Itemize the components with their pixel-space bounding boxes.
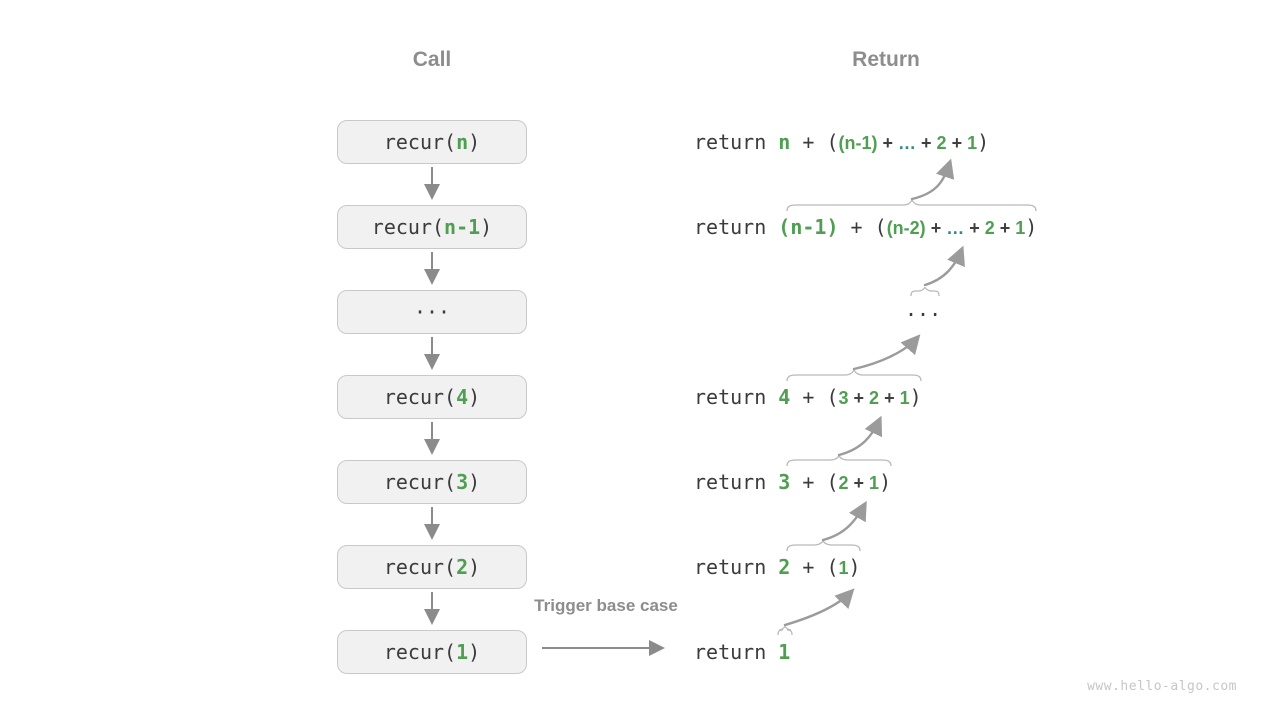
code-token: + — [848, 473, 870, 493]
overbrace-line-4 — [786, 368, 922, 382]
code-token: 2 — [778, 555, 791, 579]
return-line-4: return 4 + (3 + 2 + 1) — [694, 384, 922, 410]
call-column-header: Call — [412, 48, 452, 71]
code-token: 3 — [778, 470, 791, 494]
code-token: 1 — [899, 388, 910, 408]
code-token: return — [694, 470, 779, 494]
code-token: recur( — [383, 130, 457, 154]
code-token: return — [694, 555, 779, 579]
return-line-2: return 2 + (1) — [694, 554, 861, 580]
overbrace-line-n-1 — [786, 198, 1037, 212]
code-token: 2 — [936, 133, 947, 153]
code-token: ) — [909, 385, 922, 409]
code-token: + — [848, 388, 870, 408]
code-token: + — [925, 218, 947, 238]
code-token: ··· — [413, 300, 451, 324]
return-line-1: return 1 — [694, 639, 790, 665]
code-token: recur( — [383, 385, 457, 409]
code-token: 1 — [456, 640, 469, 664]
overbrace-ellipsis — [910, 286, 940, 297]
code-token: n — [456, 130, 469, 154]
code-token: 4 — [456, 385, 469, 409]
call-box-recur-n-1: recur(n-1) — [337, 205, 527, 249]
code-token: ) — [468, 385, 481, 409]
code-token: 2 — [838, 473, 849, 493]
code-token: recur( — [371, 215, 445, 239]
call-box-recur-3: recur(3) — [337, 460, 527, 504]
code-token: 2 — [869, 388, 880, 408]
return-column-header: Return — [852, 48, 920, 71]
code-token: ) — [848, 555, 861, 579]
code-token: (n-1) — [778, 215, 839, 239]
return-line-ellipsis: ... — [905, 296, 941, 322]
code-token: ) — [977, 130, 990, 154]
call-box-recur-1: recur(1) — [337, 630, 527, 674]
call-box-recur-4: recur(4) — [337, 375, 527, 419]
code-token: 3 — [456, 470, 469, 494]
return-arrow-to-2 — [783, 588, 855, 627]
code-token: (n-1) — [838, 133, 878, 153]
overbrace-line-3 — [786, 454, 892, 467]
code-token: recur( — [383, 470, 457, 494]
code-token: + ( — [790, 130, 839, 154]
overbrace-line-2 — [786, 539, 861, 552]
code-token: n — [778, 130, 791, 154]
code-token: + — [946, 133, 968, 153]
code-token: return — [694, 640, 779, 664]
return-arrow-to-ellipsis — [852, 334, 921, 371]
code-token: + ( — [790, 385, 839, 409]
code-token: recur( — [383, 640, 457, 664]
return-arrow-to-n-1 — [923, 245, 965, 287]
code-token: (n-2) — [886, 218, 926, 238]
code-token: ) — [480, 215, 493, 239]
code-token: 3 — [838, 388, 849, 408]
return-line-3: return 3 + (2 + 1) — [694, 469, 891, 495]
code-token: 2 — [456, 555, 469, 579]
code-token: return — [694, 215, 779, 239]
code-token: … — [898, 133, 917, 153]
overbrace-line-1 — [777, 625, 793, 636]
code-token: ) — [468, 555, 481, 579]
code-token: return — [694, 385, 779, 409]
code-token: … — [946, 218, 965, 238]
code-token: 4 — [778, 385, 791, 409]
return-arrow-to-3 — [821, 500, 867, 542]
code-token: + — [877, 133, 899, 153]
return-arrow-to-4 — [837, 415, 883, 457]
code-token: + — [994, 218, 1016, 238]
code-token: 1 — [1015, 218, 1026, 238]
code-token: recur( — [383, 555, 457, 579]
code-token: ... — [905, 297, 942, 321]
code-token: 1 — [778, 640, 791, 664]
code-token: ) — [1025, 215, 1038, 239]
code-token: + ( — [790, 555, 839, 579]
code-token: 2 — [984, 218, 995, 238]
code-token: ) — [879, 470, 892, 494]
code-token: + ( — [790, 470, 839, 494]
code-token: 1 — [838, 558, 849, 578]
code-token: + ( — [838, 215, 887, 239]
code-token: 1 — [967, 133, 978, 153]
return-line-n-1: return (n-1) + ((n-2) + … + 2 + 1) — [694, 214, 1037, 240]
return-arrow-to-n — [910, 158, 955, 201]
code-token: n-1 — [444, 215, 481, 239]
code-token: ) — [468, 130, 481, 154]
call-box-ellipsis: ··· — [337, 290, 527, 334]
code-token: ) — [468, 640, 481, 664]
code-token: return — [694, 130, 779, 154]
code-token: + — [964, 218, 985, 238]
call-box-recur-2: recur(2) — [337, 545, 527, 589]
trigger-base-case-label: Trigger base case — [534, 596, 678, 615]
watermark: www.hello-algo.com — [1087, 679, 1237, 694]
call-box-recur-n: recur(n) — [337, 120, 527, 164]
return-line-n: return n + ((n-1) + … + 2 + 1) — [694, 129, 989, 155]
code-token: + — [916, 133, 937, 153]
code-token: ) — [468, 470, 481, 494]
code-token: + — [879, 388, 900, 408]
code-token: 1 — [869, 473, 880, 493]
